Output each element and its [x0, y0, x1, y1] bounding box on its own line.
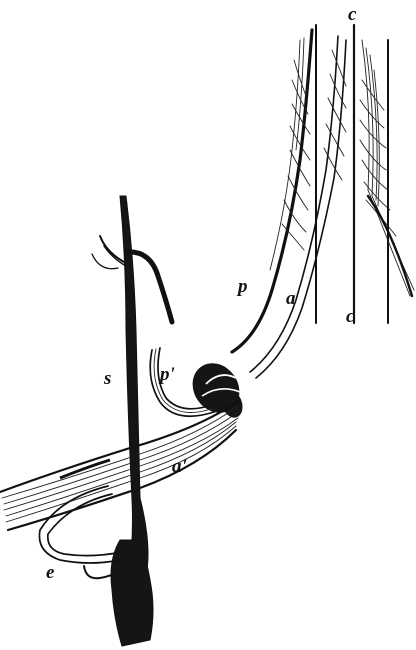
label-p: p	[236, 276, 248, 297]
spinal-cord-section	[316, 25, 414, 323]
label-s: s	[103, 368, 111, 389]
sympathetic-chain	[92, 196, 172, 646]
figure-labels: c c p a p' s a' e	[46, 4, 357, 583]
anterior-root	[250, 36, 346, 378]
label-c-top: c	[348, 4, 357, 25]
label-c-bottom: c	[346, 306, 355, 327]
spinal-ganglion	[183, 354, 249, 422]
label-a-prime: a'	[172, 456, 187, 477]
nerve-trunk	[0, 400, 240, 530]
posterior-root	[232, 30, 312, 352]
label-p-prime: p'	[158, 364, 175, 385]
label-e: e	[46, 562, 55, 583]
label-a: a	[286, 288, 296, 309]
